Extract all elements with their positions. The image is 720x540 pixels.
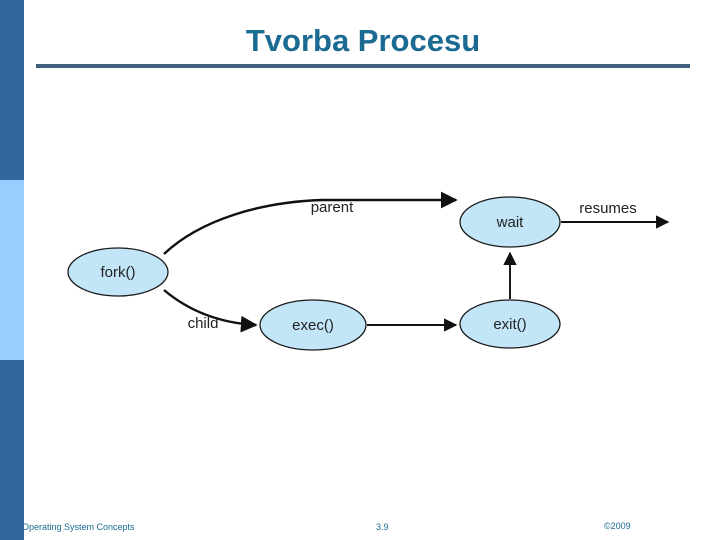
sidebar-band-top <box>0 0 24 180</box>
node-exit: exit() <box>459 299 561 349</box>
edge-fork-to-exec-child <box>163 289 258 333</box>
node-fork: fork() <box>67 247 169 297</box>
process-creation-diagram: fork() exec() wait exit() parent child r… <box>60 180 680 360</box>
edge-label-child: child <box>188 315 219 332</box>
node-exec: exec() <box>259 299 367 351</box>
sidebar-band-bottom <box>0 360 24 540</box>
sidebar-band-middle <box>0 180 24 360</box>
footer-slide-number: 3.9 <box>376 522 389 532</box>
edge-label-parent: parent <box>311 199 354 216</box>
footer-book-title: Operating System Concepts <box>22 522 135 532</box>
title-block: Tvorba Procesu <box>36 22 690 60</box>
page-title: Tvorba Procesu <box>245 23 481 58</box>
title-underline-rule <box>36 64 690 68</box>
node-exit-label: exit() <box>493 316 526 333</box>
edge-fork-to-wait-parent <box>163 191 458 255</box>
footer-copyright: ©2009 <box>604 521 631 531</box>
slide-footer: Operating System Concepts 3.9 ©2009 <box>0 520 720 540</box>
node-exec-label: exec() <box>292 317 334 334</box>
node-fork-label: fork() <box>101 264 136 281</box>
node-wait: wait <box>459 196 561 248</box>
sidebar-accent-bar <box>0 0 24 540</box>
node-wait-label: wait <box>496 214 525 231</box>
edge-label-resumes: resumes <box>579 200 637 217</box>
